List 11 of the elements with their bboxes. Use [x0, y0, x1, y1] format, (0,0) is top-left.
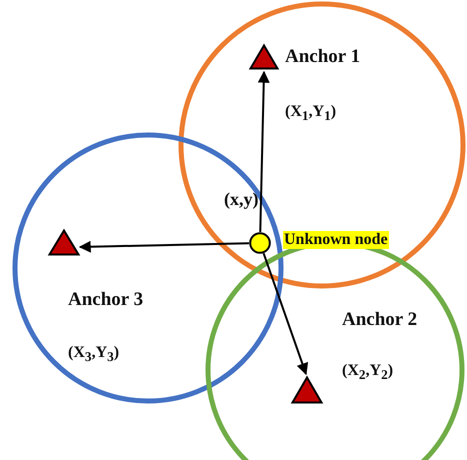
coordinate-label: (X$_{3}$,Y$_{3}$) — [68, 344, 120, 365]
node-label: Anchor 1 — [285, 47, 360, 68]
node-label: Anchor 3 — [68, 290, 144, 311]
coordinate-label: (x,y) — [224, 190, 258, 210]
arrow — [78, 240, 250, 253]
node-label: Unknown node — [283, 231, 389, 249]
node-label: Anchor 2 — [342, 310, 418, 331]
coordinate-label: (X$_{1}$,Y$_{1}$) — [285, 103, 336, 124]
arrow — [262, 253, 308, 376]
coordinate-label: (X$_{2}$,Y$_{2}$) — [342, 362, 394, 383]
arrow — [258, 70, 270, 232]
